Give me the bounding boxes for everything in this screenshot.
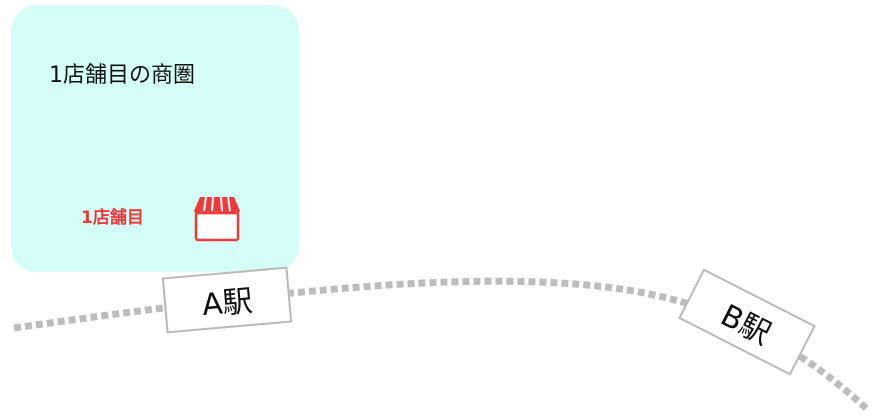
trade-area-title: 1店舗目の商圏: [49, 63, 195, 88]
store-awning-icon: [194, 196, 240, 242]
station-a-sign: A駅: [161, 266, 293, 334]
trade-area-zone: 1店舗目の商圏 1店舗目: [11, 5, 299, 272]
store-label: 1店舗目: [81, 208, 144, 228]
station-a-label: A駅: [200, 283, 254, 324]
